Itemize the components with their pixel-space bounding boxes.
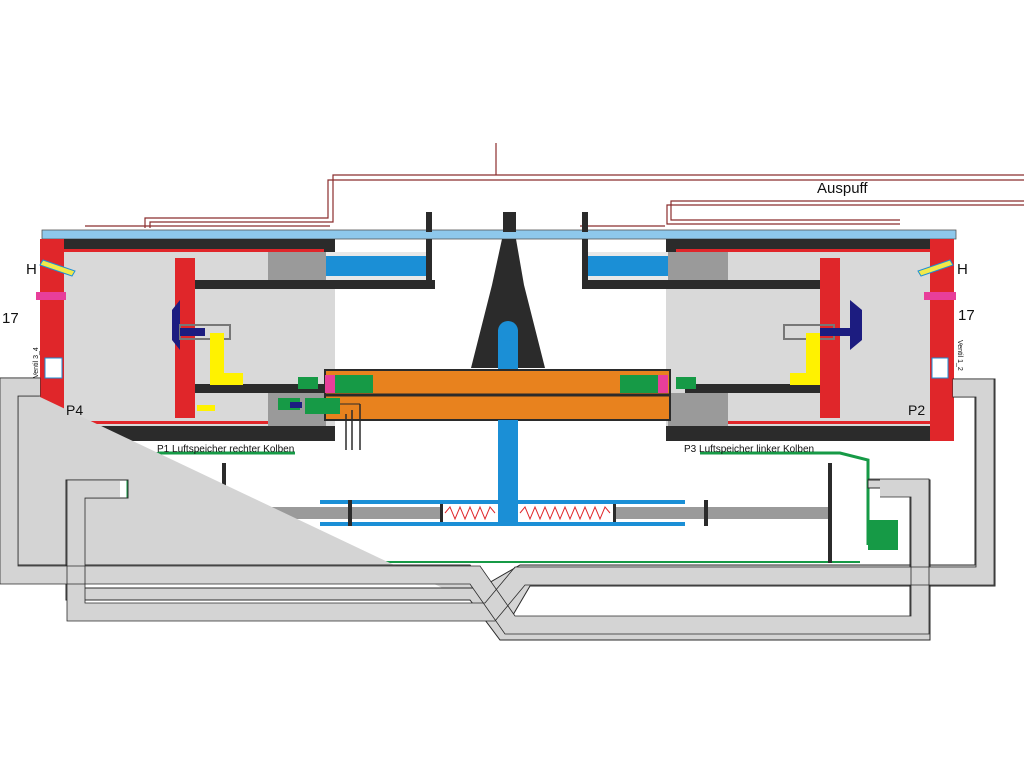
valve-label-left: Ventil 3_4 <box>33 347 40 378</box>
right-air-valve <box>868 520 898 550</box>
center-duct <box>498 330 518 370</box>
center-stand <box>426 212 588 368</box>
piston-rod <box>305 369 671 450</box>
number-label-right: 17 <box>958 307 975 324</box>
p1-store-label: P1 Luftspeicher rechter Kolben <box>157 444 294 455</box>
number-label-left: 17 <box>2 310 19 327</box>
valve-label-right: Ventil 1_2 <box>956 340 963 371</box>
p3-store-label: P3 Luftspeicher linker Kolben <box>684 444 814 455</box>
left-side-valves <box>36 259 76 379</box>
p4-label: P4 <box>66 402 83 418</box>
cover-plate <box>41 229 957 240</box>
right-valve-assembly <box>676 300 862 389</box>
pipe-outlines <box>0 377 995 635</box>
left-valve-assembly <box>172 300 318 411</box>
exhaust-lines <box>85 143 1024 228</box>
h-label-right: H <box>957 261 968 278</box>
right-side-valves <box>917 259 956 379</box>
p2-label: P2 <box>908 402 925 418</box>
center-duct-top <box>498 321 518 341</box>
pipe-left-outer <box>0 378 994 634</box>
h-label-left: H <box>26 261 37 278</box>
exhaust-label: Auspuff <box>817 180 868 197</box>
spring-buffer <box>222 420 832 563</box>
